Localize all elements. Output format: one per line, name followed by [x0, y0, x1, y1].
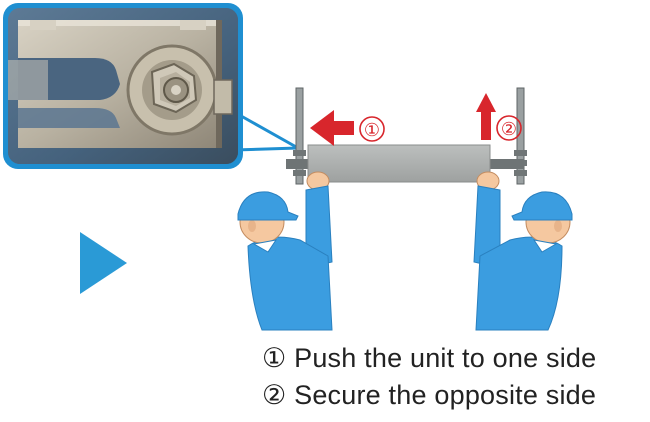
play-arrow-icon — [80, 232, 127, 294]
step1-marker: ① — [364, 120, 380, 140]
step1-marker-ring — [359, 116, 385, 142]
photo-callout — [3, 3, 300, 169]
lift-arrow-icon — [476, 93, 496, 140]
step-1-text: Push the unit to one side — [294, 343, 597, 373]
right-worker-figure — [473, 171, 573, 331]
step-2-text: Secure the opposite side — [294, 380, 597, 410]
step-2-marker: ② — [262, 380, 287, 410]
step2-marker: ② — [501, 119, 517, 139]
step2-marker-ring — [496, 115, 522, 141]
step-1-caption: ① Push the unit to one side — [262, 343, 596, 374]
left-hanging-rod — [293, 87, 306, 185]
unit-body — [286, 144, 524, 183]
step-1-marker: ① — [262, 343, 287, 373]
push-arrow-icon — [310, 110, 354, 146]
callout-pointer — [232, 110, 300, 152]
bracket-photo — [8, 8, 238, 164]
step-2-caption: ② Secure the opposite side — [262, 380, 596, 411]
left-worker-figure — [237, 171, 333, 331]
